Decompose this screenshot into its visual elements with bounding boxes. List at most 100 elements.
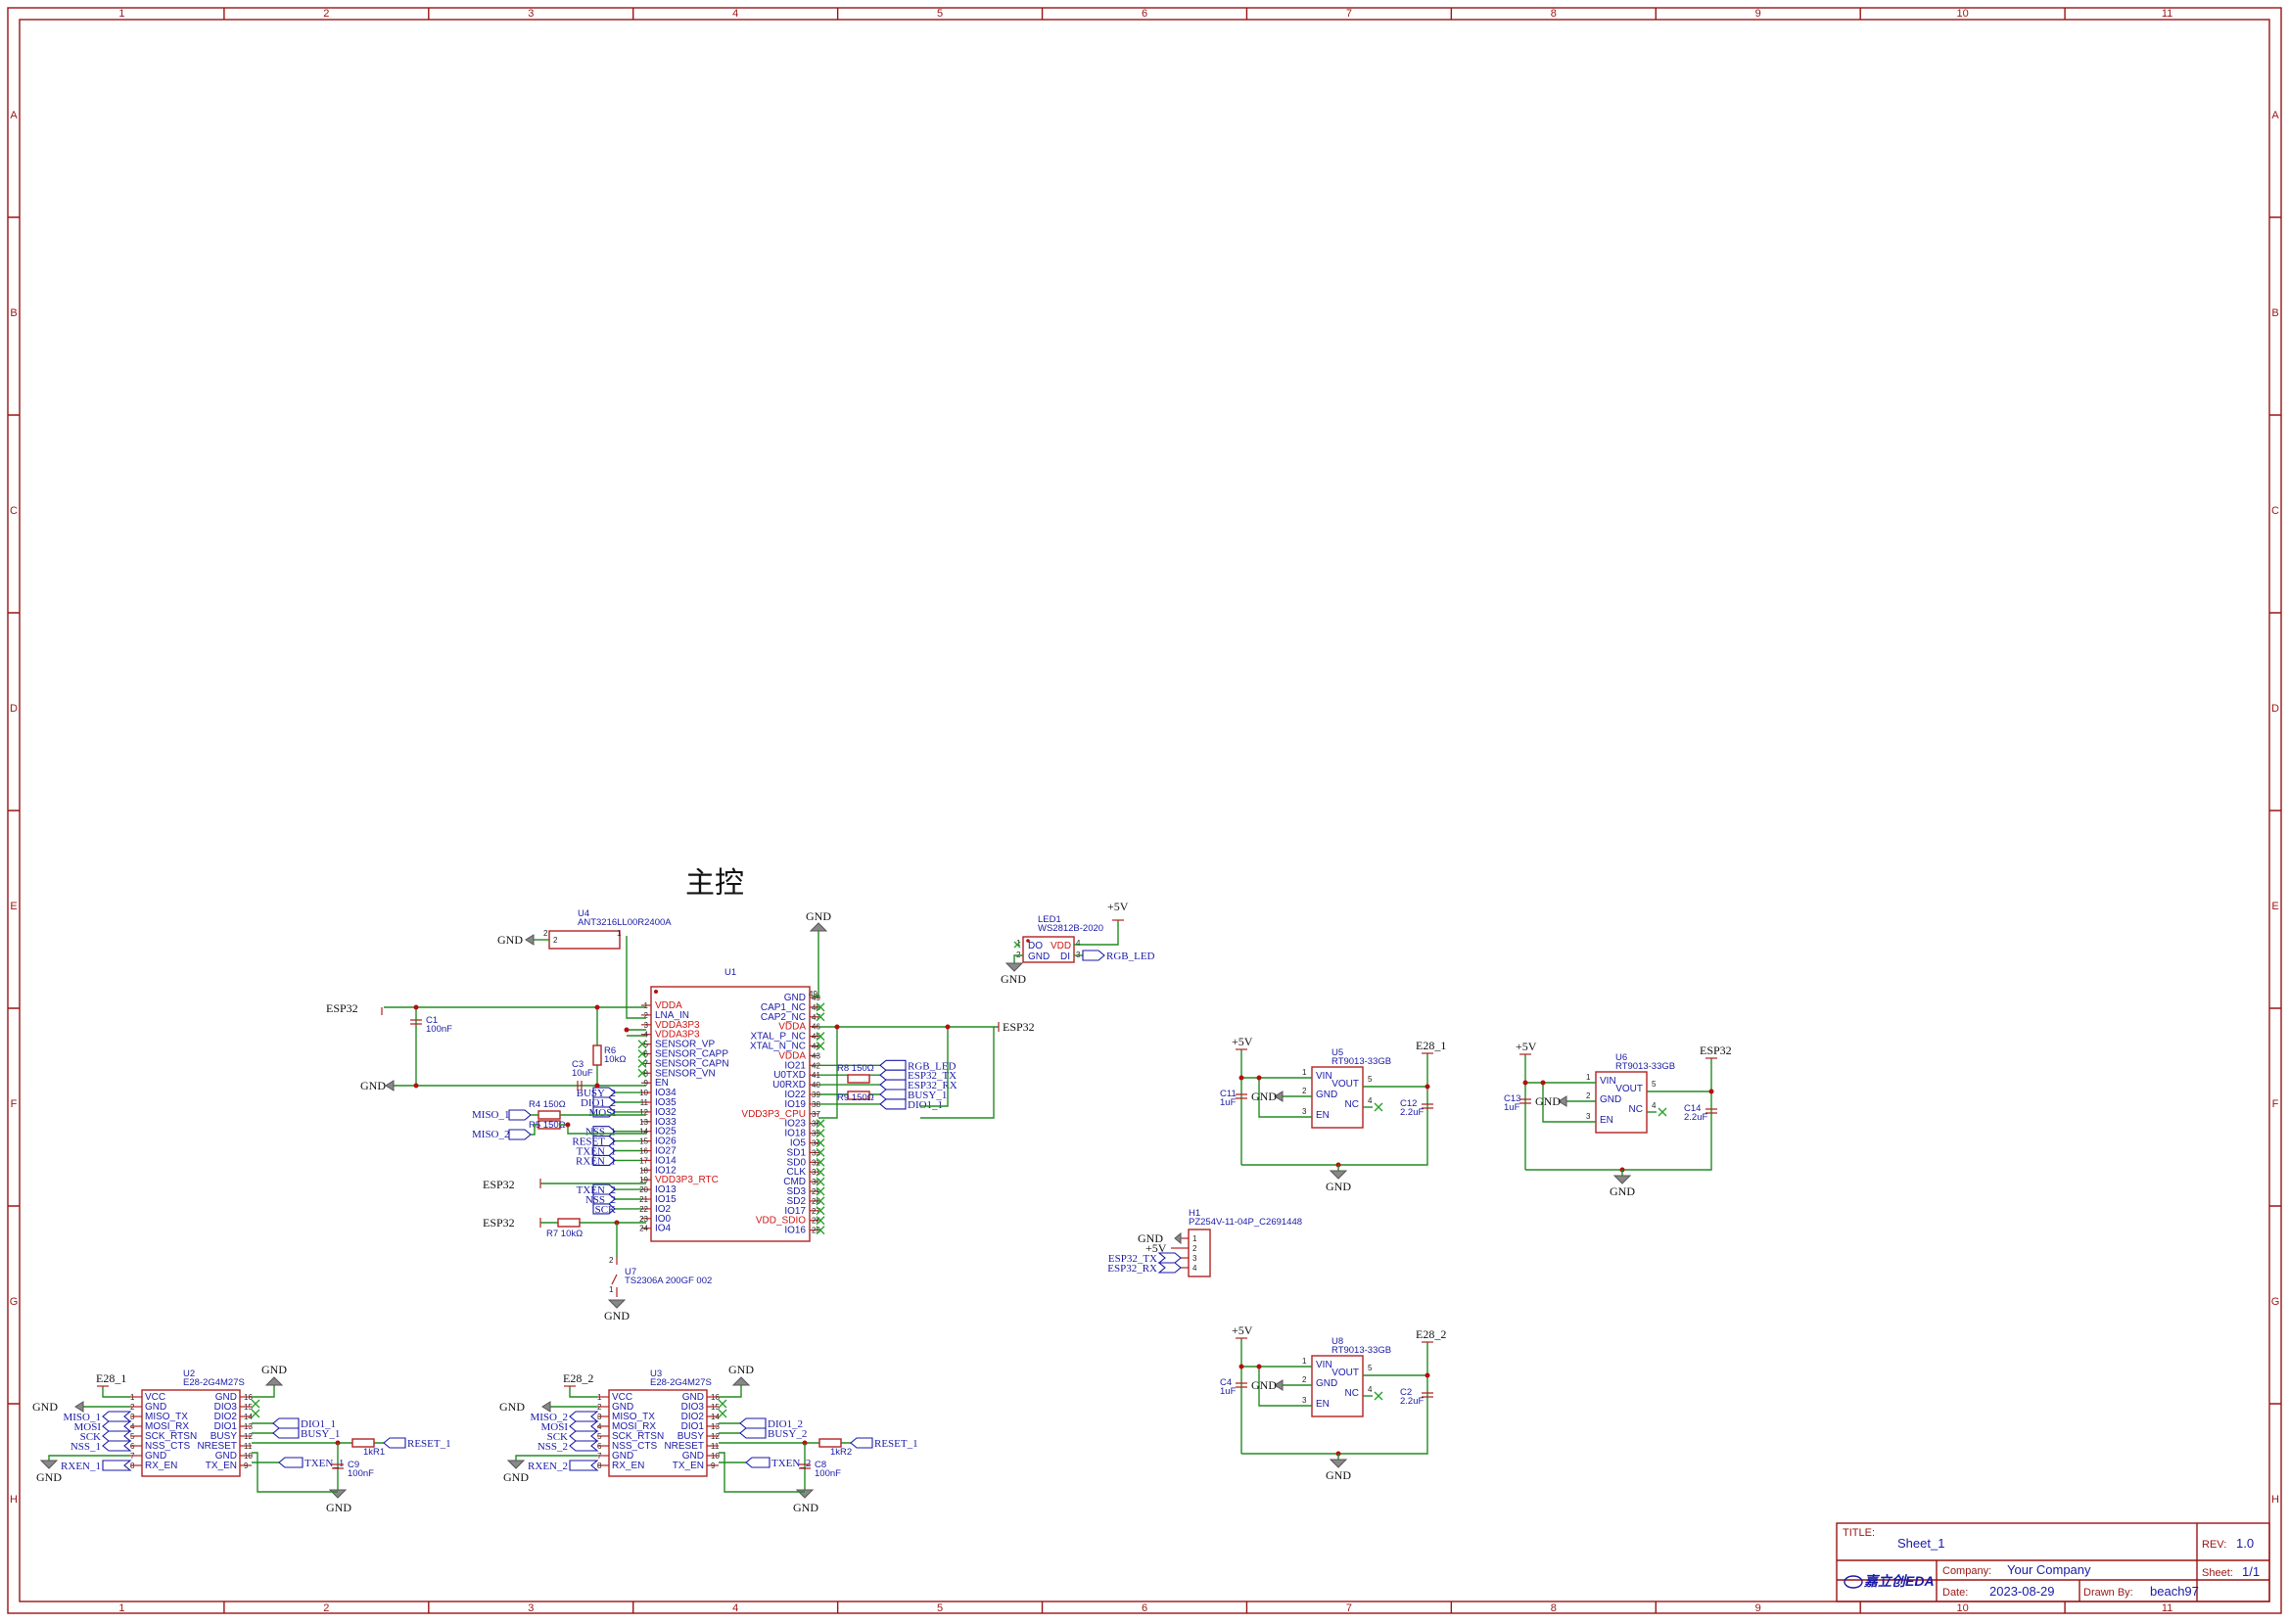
r6-value: 10kΩ — [604, 1054, 626, 1065]
led1-ws2812b[interactable]: LED1 WS2812B-2020 DO GND VDD DI 1 2 4 3 … — [1001, 900, 1155, 986]
u1-pin-xtal_p_nc: XTAL_P_NC — [750, 1032, 806, 1043]
reg-pin-num: 2 — [1302, 1375, 1307, 1384]
u1-pin-cmd: CMD — [783, 1177, 806, 1187]
reg-value: RT9013-33GB — [1615, 1061, 1675, 1072]
led1-ref: LED1 — [1038, 914, 1061, 925]
e28-pin-tx_en: TX_EN — [206, 1461, 237, 1471]
u1-net-label: TXEN_2 — [577, 1184, 616, 1196]
regulator-u5[interactable]: U5RT9013-33GBVINGNDENVOUTNC12354+5VC111u… — [1220, 1035, 1446, 1193]
u1-pin-sensor_vn: SENSOR_VN — [655, 1068, 716, 1079]
r9-label: R9 150Ω — [837, 1092, 874, 1103]
u1-pin-io34: IO34 — [655, 1088, 677, 1098]
u4-ref: U4 — [578, 908, 589, 919]
e28-pin-gnd: GND — [682, 1392, 704, 1403]
reg-cin-ref: C4 — [1220, 1377, 1232, 1388]
u1-pin-io13: IO13 — [655, 1184, 677, 1195]
no-connect-icon — [251, 1399, 260, 1409]
u1-pin-io26: IO26 — [655, 1137, 677, 1147]
esp32-left-rail: ESP32 C1 100nF GND C3 10uF R6 10kΩ — [326, 1001, 646, 1092]
frame-row-label: E — [10, 901, 17, 912]
e28-pin-nreset: NRESET — [664, 1441, 704, 1452]
u1-pin-u0txd: U0TXD — [773, 1070, 806, 1081]
u1-pin-sd2: SD2 — [787, 1196, 807, 1207]
svg-text:GND: GND — [497, 933, 523, 947]
logo-text: 嘉立创EDA — [1863, 1573, 1935, 1589]
led1-value: WS2812B-2020 — [1038, 923, 1103, 934]
r8-label: R8 150Ω — [837, 1063, 874, 1074]
reg-cin-ref: C11 — [1220, 1089, 1237, 1099]
regulator-u8[interactable]: U8RT9013-33GBVINGNDENVOUTNC12354+5VC41uF… — [1220, 1323, 1446, 1482]
u1-pin-lna_in: LNA_IN — [655, 1010, 689, 1021]
date-value: 2023-08-29 — [1989, 1584, 2055, 1599]
svg-text:GND: GND — [360, 1079, 386, 1092]
u4-pin2-num: 2 — [543, 929, 548, 938]
u1-pin-num: 28 — [812, 1197, 820, 1206]
h1-header[interactable]: H1 PZ254V-11-04P_C2691448 1GND2+5V3ESP32… — [1107, 1208, 1302, 1277]
c1-ref: C1 — [426, 1015, 438, 1026]
h1-pin-num: 2 — [1192, 1244, 1197, 1253]
e28-pwr-net: E28_2 — [563, 1371, 593, 1385]
e28-module-u2[interactable]: U2E28-2G4M27SVCC1GND2MISO_TX3MOSI_RX4SCK… — [32, 1363, 451, 1514]
u1-pin-num: 43 — [812, 1051, 820, 1060]
e28-pin-dio3: DIO3 — [681, 1402, 705, 1413]
reg-pin-num: 3 — [1302, 1396, 1307, 1405]
no-connect-icon — [816, 1206, 825, 1216]
frame-col-label: 1 — [118, 1602, 124, 1614]
e28-res-ref: 1kR2 — [830, 1447, 852, 1458]
u1-pin-io23: IO23 — [784, 1119, 806, 1130]
svg-text:+5V: +5V — [1107, 900, 1129, 913]
frame-row-label: E — [2271, 901, 2278, 912]
u1-ref2: 49 — [809, 990, 818, 998]
frame-col-label: 2 — [323, 8, 329, 20]
u1-pin-io19: IO19 — [784, 1099, 806, 1110]
frame-col-label: 10 — [1957, 1602, 1969, 1614]
reg-pin-num: 2 — [1302, 1087, 1307, 1095]
e28-cap-value: 100nF — [348, 1468, 374, 1479]
miso1-label: MISO_1 — [472, 1109, 510, 1121]
svg-text:GND: GND — [1001, 972, 1026, 986]
reg-cout-value: 2.2uF — [1684, 1112, 1707, 1123]
reg-out-net: ESP32 — [1700, 1044, 1732, 1057]
gnd-label: GND — [32, 1400, 58, 1414]
e28-pin-dio1: DIO1 — [214, 1421, 238, 1432]
e28-pin-dio1: DIO1 — [681, 1421, 705, 1432]
gnd-label: GND — [793, 1501, 818, 1514]
u1-pin-io18: IO18 — [784, 1129, 806, 1139]
frame-row-label: H — [10, 1494, 18, 1506]
frame-col-label: 11 — [2162, 8, 2172, 20]
e28-pin-sck_rtsn: SCK_RTSN — [612, 1431, 664, 1442]
frame-col-label: 2 — [323, 1602, 329, 1614]
e28-right-net: DIO1_1 — [301, 1418, 336, 1430]
no-connect-icon — [816, 1226, 825, 1235]
u1-pin-io33: IO33 — [655, 1117, 677, 1128]
gnd-label: GND — [503, 1470, 529, 1484]
u1-net-label: RGB_LED — [908, 1060, 957, 1072]
u4-antenna[interactable]: U4 ANT3216LL00R2400A 2 2 1 — [534, 908, 672, 1019]
e28-pin-gnd: GND — [682, 1451, 704, 1462]
u1-pin-num: 6 — [644, 1050, 649, 1059]
u1-pin-num: 49 — [812, 994, 820, 1002]
reg-pin-en: EN — [1316, 1399, 1330, 1410]
frame-col-label: 8 — [1551, 1602, 1557, 1614]
u1-pin-io16: IO16 — [784, 1226, 806, 1236]
u1-pin-sd0: SD0 — [787, 1157, 807, 1168]
u1-pin-num: 9 — [644, 1079, 649, 1088]
e28-pin-sck_rtsn: SCK_RTSN — [145, 1431, 197, 1442]
no-connect-icon — [816, 1002, 825, 1012]
title-block: TITLE: Sheet_1 REV: 1.0 Company: Your Co… — [1836, 1522, 2270, 1602]
u1-net-label: TXEN_1 — [577, 1146, 616, 1158]
no-connect-icon — [251, 1409, 260, 1418]
regulator-u6[interactable]: U6RT9013-33GBVINGNDENVOUTNC12354+5VC131u… — [1504, 1040, 1732, 1198]
u1-pin-num: 7 — [644, 1059, 649, 1068]
frame-row-label: B — [2271, 307, 2278, 319]
gnd-label: GND — [1326, 1180, 1351, 1193]
e28-pin-dio2: DIO2 — [214, 1412, 238, 1422]
u1-pin-num: 34 — [812, 1139, 820, 1148]
e28-module-u3[interactable]: U3E28-2G4M27SVCC1GND2MISO_TX3MOSI_RX4SCK… — [499, 1363, 918, 1514]
e28-txen-net: TXEN_1 — [304, 1458, 344, 1469]
e28-pin-vcc: VCC — [612, 1392, 632, 1403]
e28-pin-rx_en: RX_EN — [145, 1461, 177, 1471]
reg-pin-num: 5 — [1368, 1364, 1373, 1372]
